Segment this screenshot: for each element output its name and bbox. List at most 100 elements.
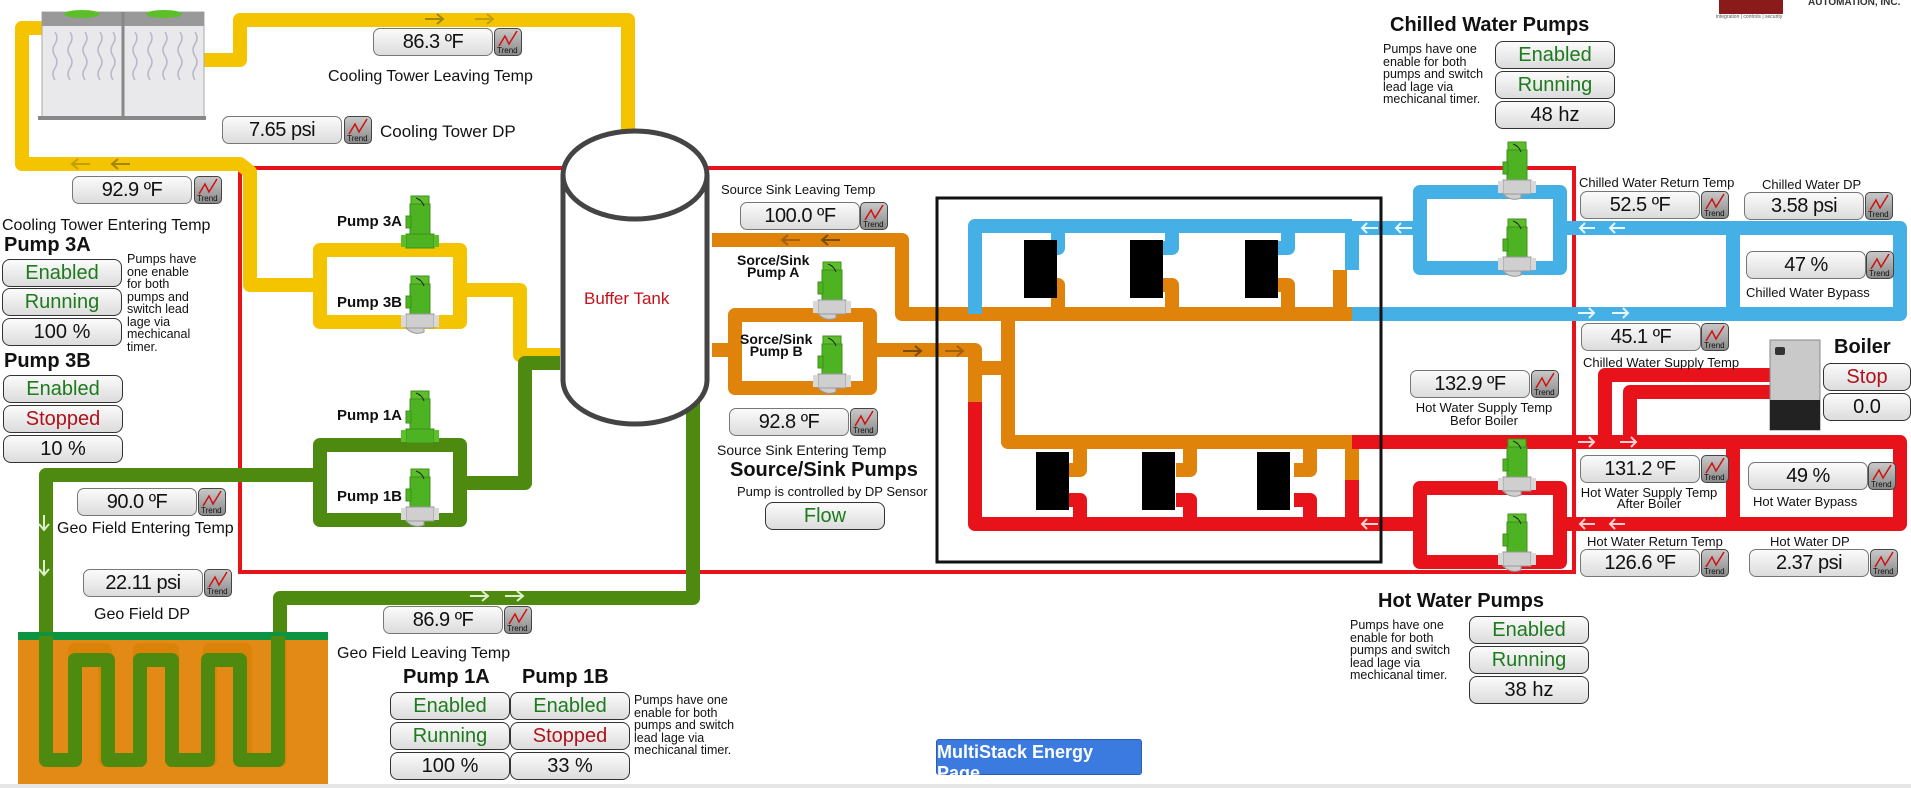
geo-field-entering-temp-trend-button[interactable]: Trend: [198, 488, 226, 516]
geo-field-dp-trend-button[interactable]: Trend: [204, 569, 232, 597]
hot-water-return-temp-trend-button[interactable]: Trend: [1701, 549, 1729, 577]
pump-1b-run-status: Stopped: [510, 722, 630, 750]
multistack-modules: [1024, 240, 1290, 510]
pump-1b-enable-status[interactable]: Enabled: [510, 692, 630, 720]
boiler-graphic: [1769, 339, 1821, 431]
trend-icon: [854, 410, 874, 427]
chilled-pump-1-graphic: [1497, 141, 1537, 200]
chilled-water-supply-temp-label: Chilled Water Supply Temp: [1583, 355, 1740, 370]
chilled-water-return-temp-value: 52.5 ºF: [1580, 191, 1700, 219]
pump-3a-enable-status[interactable]: Enabled: [2, 259, 122, 287]
pump-1b-title: Pump 1B: [522, 666, 609, 688]
trend-icon: [1705, 325, 1725, 342]
pump-3b-speed: 10 %: [3, 435, 123, 463]
logo-tagline: integration | controls | security: [1716, 14, 1783, 20]
trend-icon: [348, 118, 368, 135]
chilled-water-dp-trend-button[interactable]: Trend: [1865, 192, 1893, 220]
chilled-water-return-temp-trend-button[interactable]: Trend: [1701, 191, 1729, 219]
boiler-value: 0.0: [1823, 393, 1911, 421]
pump-1a-diagram-label: Pump 1A: [337, 407, 403, 424]
hot-water-supply-before-boiler-trend-button[interactable]: Trend: [1531, 370, 1559, 398]
hot-water-supply-after-boiler-trend-button[interactable]: Trend: [1701, 455, 1729, 483]
trend-icon: [498, 30, 518, 47]
cooling-tower-entering-temp-value: 92.9 ºF: [72, 176, 192, 204]
geo-field-entering-temp-label: Geo Field Entering Temp: [57, 520, 234, 537]
pump-3-note: Pumps have one enable for both pumps and…: [127, 252, 197, 354]
cooling-tower-leaving-temp-label: Cooling Tower Leaving Temp: [328, 68, 533, 85]
boiler-title: Boiler: [1834, 336, 1891, 358]
chilled-water-supply-temp-trend-button[interactable]: Trend: [1701, 323, 1729, 351]
hot-water-return-temp-value: 126.6 ºF: [1580, 549, 1700, 577]
hot-pump-2-graphic: [1497, 513, 1537, 572]
trend-icon: [1705, 551, 1725, 568]
pump-1a-graphic: [400, 390, 440, 444]
cooling-tower-entering-temp-trend-button[interactable]: Trend: [194, 176, 222, 204]
chilled-water-dp-value: 3.58 psi: [1744, 192, 1864, 220]
pump-1b-diagram-label: Pump 1B: [337, 488, 403, 505]
hot-water-enable-status[interactable]: Enabled: [1469, 616, 1589, 644]
chilled-water-speed: 48 hz: [1495, 101, 1615, 129]
pump-1a-title: Pump 1A: [403, 666, 490, 688]
hot-water-pumps-title: Hot Water Pumps: [1378, 590, 1544, 612]
source-sink-leaving-temp-trend-button[interactable]: Trend: [860, 202, 888, 230]
trend-icon: [202, 490, 222, 507]
source-sink-entering-temp-label: Source Sink Entering Temp: [717, 442, 887, 458]
source-sink-leaving-temp-label: Source Sink Leaving Temp: [721, 182, 876, 197]
pump-1a-speed: 100 %: [390, 752, 510, 780]
source-sink-pump-a-graphic: [812, 261, 852, 320]
trend-icon: [1705, 193, 1725, 210]
hot-water-bypass-label: Hot Water Bypass: [1753, 494, 1858, 509]
system-boundary-line: [238, 166, 1576, 574]
hot-water-note: Pumps have one enable for both pumps and…: [1350, 618, 1451, 682]
trend-icon: [198, 178, 218, 195]
chilled-water-enable-status[interactable]: Enabled: [1495, 41, 1615, 69]
pump-1a-run-status: Running: [390, 722, 510, 750]
pump-1a-enable-status[interactable]: Enabled: [390, 692, 510, 720]
cooling-tower-dp-trend-button[interactable]: Trend: [344, 116, 372, 144]
hot-water-supply-after-boiler-value: 131.2 ºF: [1580, 455, 1700, 483]
chilled-water-bypass-label: Chilled Water Bypass: [1746, 285, 1870, 300]
trend-icon: [864, 204, 884, 221]
cooling-tower-entering-temp-label: Cooling Tower Entering Temp: [2, 217, 211, 234]
cooling-tower-leaving-temp-trend-button[interactable]: Trend: [494, 28, 522, 56]
cooling-tower-leaving-temp-value: 86.3 ºF: [373, 28, 493, 56]
pump-3a-run-status: Running: [2, 288, 122, 316]
cooling-tower-dp-value: 7.65 psi: [222, 116, 342, 144]
pump-3b-run-status: Stopped: [3, 405, 123, 433]
source-sink-pumps-title: Source/Sink Pumps: [730, 459, 918, 481]
bottom-scrollbar[interactable]: [0, 784, 1911, 788]
chilled-water-bypass-trend-button[interactable]: Trend: [1866, 251, 1894, 279]
trend-icon: [1872, 464, 1892, 481]
pump-3b-enable-status[interactable]: Enabled: [3, 375, 123, 403]
geo-field-dp-label: Geo Field DP: [94, 606, 191, 623]
chilled-water-bypass-value: 47 %: [1746, 251, 1866, 279]
source-sink-pump-b-graphic: [812, 335, 852, 394]
hot-water-dp-label: Hot Water DP: [1770, 534, 1850, 549]
hot-water-dp-trend-button[interactable]: Trend: [1870, 549, 1898, 577]
source-sink-note: Pump is controlled by DP Sensor: [737, 484, 928, 499]
trend-icon: [1535, 372, 1555, 389]
hot-water-bypass-trend-button[interactable]: Trend: [1868, 462, 1896, 490]
boiler-status[interactable]: Stop: [1823, 363, 1911, 391]
geo-field-dp-value: 22.11 psi: [83, 569, 203, 597]
multistack-energy-page-button[interactable]: MultiStack Energy Page: [936, 739, 1142, 783]
chilled-water-run-status: Running: [1495, 71, 1615, 99]
source-sink-leaving-temp-value: 100.0 ºF: [740, 202, 860, 230]
geo-field-leaving-temp-trend-button[interactable]: Trend: [504, 606, 532, 634]
pump-3b-title: Pump 3B: [4, 350, 91, 372]
trend-icon: [1869, 194, 1889, 211]
multistack-frame: [935, 196, 1383, 564]
pump-3b-diagram-label: Pump 3B: [337, 294, 403, 311]
chilled-water-pumps-title: Chilled Water Pumps: [1390, 14, 1590, 36]
logo-company: AUTOMATION, INC.: [1808, 0, 1901, 8]
pump-3b-graphic: [400, 275, 440, 334]
chilled-water-dp-label: Chilled Water DP: [1762, 177, 1862, 192]
source-sink-entering-temp-trend-button[interactable]: Trend: [850, 408, 878, 436]
logo-mark: [1719, 0, 1783, 14]
source-sink-flow-status: Flow: [765, 502, 885, 530]
hot-water-return-temp-label: Hot Water Return Temp: [1587, 534, 1723, 549]
pump-1b-speed: 33 %: [510, 752, 630, 780]
ground-surface-line: [18, 632, 328, 640]
